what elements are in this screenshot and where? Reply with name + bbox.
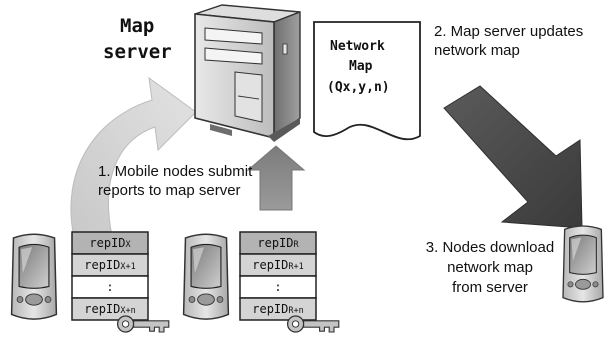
report-id-label: : [274,280,281,294]
report-id-subscript: R+1 [288,262,303,272]
report-id-subscript: X [126,240,132,250]
submit-curved-arrow [70,76,197,239]
report-id-subscript: R [294,240,300,250]
document-line3: (Qx,y,n) [327,80,390,95]
report-id-label: repIDX+1 [84,258,135,272]
submit-up-arrow [246,145,306,211]
map-server-title-line2: server [103,41,172,63]
report-cell [71,297,149,321]
step2-line2: network map [434,42,520,59]
report-id-label: repIDX [89,236,131,250]
step1-line1: 1. Mobile nodes submit [98,163,253,180]
download-arrow [443,85,583,229]
map-server-title-line1: Map [120,15,154,37]
network-map-document: Network Map (Qx,y,n) [313,21,421,141]
report-id-label: : [106,280,113,294]
report-id-label: repIDX+n [84,302,135,316]
step3-line1: 3. Nodes download [426,239,554,256]
document-icon [313,21,421,141]
document-line1: Network [330,39,385,54]
report-id-subscript: R+n [288,306,303,316]
report-id-label: repIDR+1 [252,258,303,272]
server-tower-icon [194,4,301,142]
report-stack-x: repIDX repIDX+1: repIDX+n [71,231,149,321]
step2-line1: 2. Map server updates [434,23,583,40]
pda-icon [182,233,230,320]
report-id-subscript: X+1 [120,262,135,272]
step3-line2: network map [447,259,533,276]
report-id-label: repIDR [257,236,299,250]
step3-line3: from server [452,279,528,296]
report-id-label: repIDR+n [252,302,303,316]
pda-icon [562,225,604,303]
report-cell [239,297,317,321]
document-line2: Map [349,59,373,74]
report-stack-r: repIDR repIDR+1: repIDR+n [239,231,317,321]
report-id-subscript: X+n [120,306,135,316]
step1-line2: reports to map server [98,182,241,199]
pda-icon [10,233,58,320]
